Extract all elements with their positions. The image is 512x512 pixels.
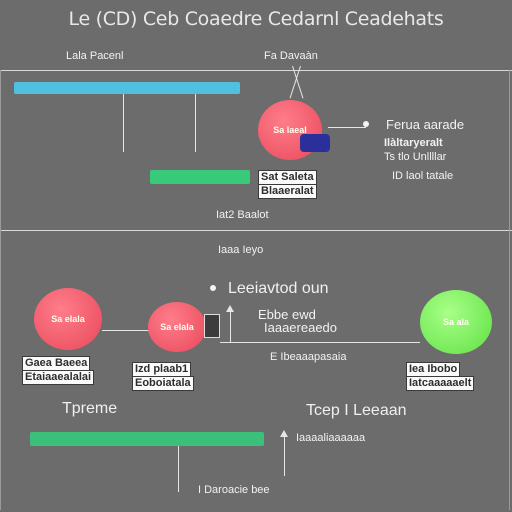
diagram-title: Le (CD) Ceb Coaedre Cedarnl Ceadehats (68, 8, 444, 30)
top-green-bar (150, 170, 250, 184)
top-tag-2: Blaaeralat (258, 184, 317, 199)
top-node-right-connector (328, 127, 366, 128)
top-blue-bar (14, 82, 240, 94)
top-connector-1 (123, 94, 124, 152)
bottom-mid-tag-2: Eoboiatala (132, 376, 194, 391)
bottom-green-node: Sa ala (420, 290, 492, 354)
top-left-label: Lala Pacenl (66, 50, 124, 62)
top-node-clip-icon (300, 134, 330, 152)
bottom-right-up-connector (284, 436, 285, 476)
top-connector-2 (195, 94, 196, 152)
bottom-center-label-2: Iaaaereaedo (264, 320, 338, 335)
top-red-node-label: Sa laeal (273, 125, 307, 135)
top-bullet-dot (363, 121, 369, 127)
bottom-left-tag-1: Gaea Baeea (22, 356, 91, 371)
top-panel-rule (0, 70, 512, 71)
bottom-green-bar (30, 432, 264, 446)
bottom-red-node-1-label: Sa elala (51, 314, 85, 324)
bottom-mid-tag-1: Izd plaab1 (132, 362, 192, 377)
bottom-connector-1 (102, 330, 152, 331)
top-right-label-2: Ilàltaryeralt (384, 137, 443, 149)
bottom-node-clip-icon (204, 314, 220, 338)
bottom-red-node-1: Sa elala (34, 288, 102, 350)
bottom-right-row-text: Iaaaaliaaaaaa (296, 432, 366, 444)
middle-panel-rule (0, 230, 512, 231)
bottom-red-node-2-label: Sa elala (160, 322, 194, 332)
bottom-right-up-arrow-icon (280, 430, 288, 437)
bottom-left-word: Tpreme (62, 400, 118, 417)
bottom-bullet-dot (210, 285, 216, 291)
top-bottom-label: Iat2 Baalot (216, 209, 269, 221)
bottom-red-node-2: Sa elala (148, 302, 206, 352)
top-tag-1: Sat Saleta (258, 170, 317, 185)
top-red-node: Sa laeal (258, 100, 322, 160)
bottom-center-label-1: Ebbe ewd (258, 307, 316, 322)
bottom-bar-connector (178, 446, 179, 492)
bottom-headline: Leeiavtod oun (228, 280, 329, 297)
top-right-label-4: ID laol tatale (392, 170, 454, 182)
bottom-right-word: Tcep I Leeaan (306, 402, 407, 419)
bottom-right-tag-1: Iea Ibobo (406, 362, 461, 377)
bottom-top-label: Iaaa Ieyo (218, 244, 264, 256)
right-border (509, 70, 510, 510)
bottom-green-node-label: Sa ala (442, 317, 470, 327)
top-center-label: Fa Davaàn (264, 50, 318, 62)
top-right-label-3: Ts tlo Unllllar (384, 151, 447, 163)
bottom-up-arrow-icon (226, 305, 234, 312)
left-border (0, 70, 1, 510)
bottom-center-tag: E Ibeaaapasaia (270, 351, 347, 363)
bottom-up-connector (230, 310, 231, 342)
bottom-right-tag-2: Iatcaaaaaelt (406, 376, 475, 391)
bottom-left-tag-2: Etaiaaealalai (22, 370, 95, 385)
bottom-bottom-label: I Daroacie bee (198, 484, 270, 496)
top-right-label-1: Ferua aarade (386, 117, 465, 132)
bottom-main-connector (220, 342, 420, 343)
